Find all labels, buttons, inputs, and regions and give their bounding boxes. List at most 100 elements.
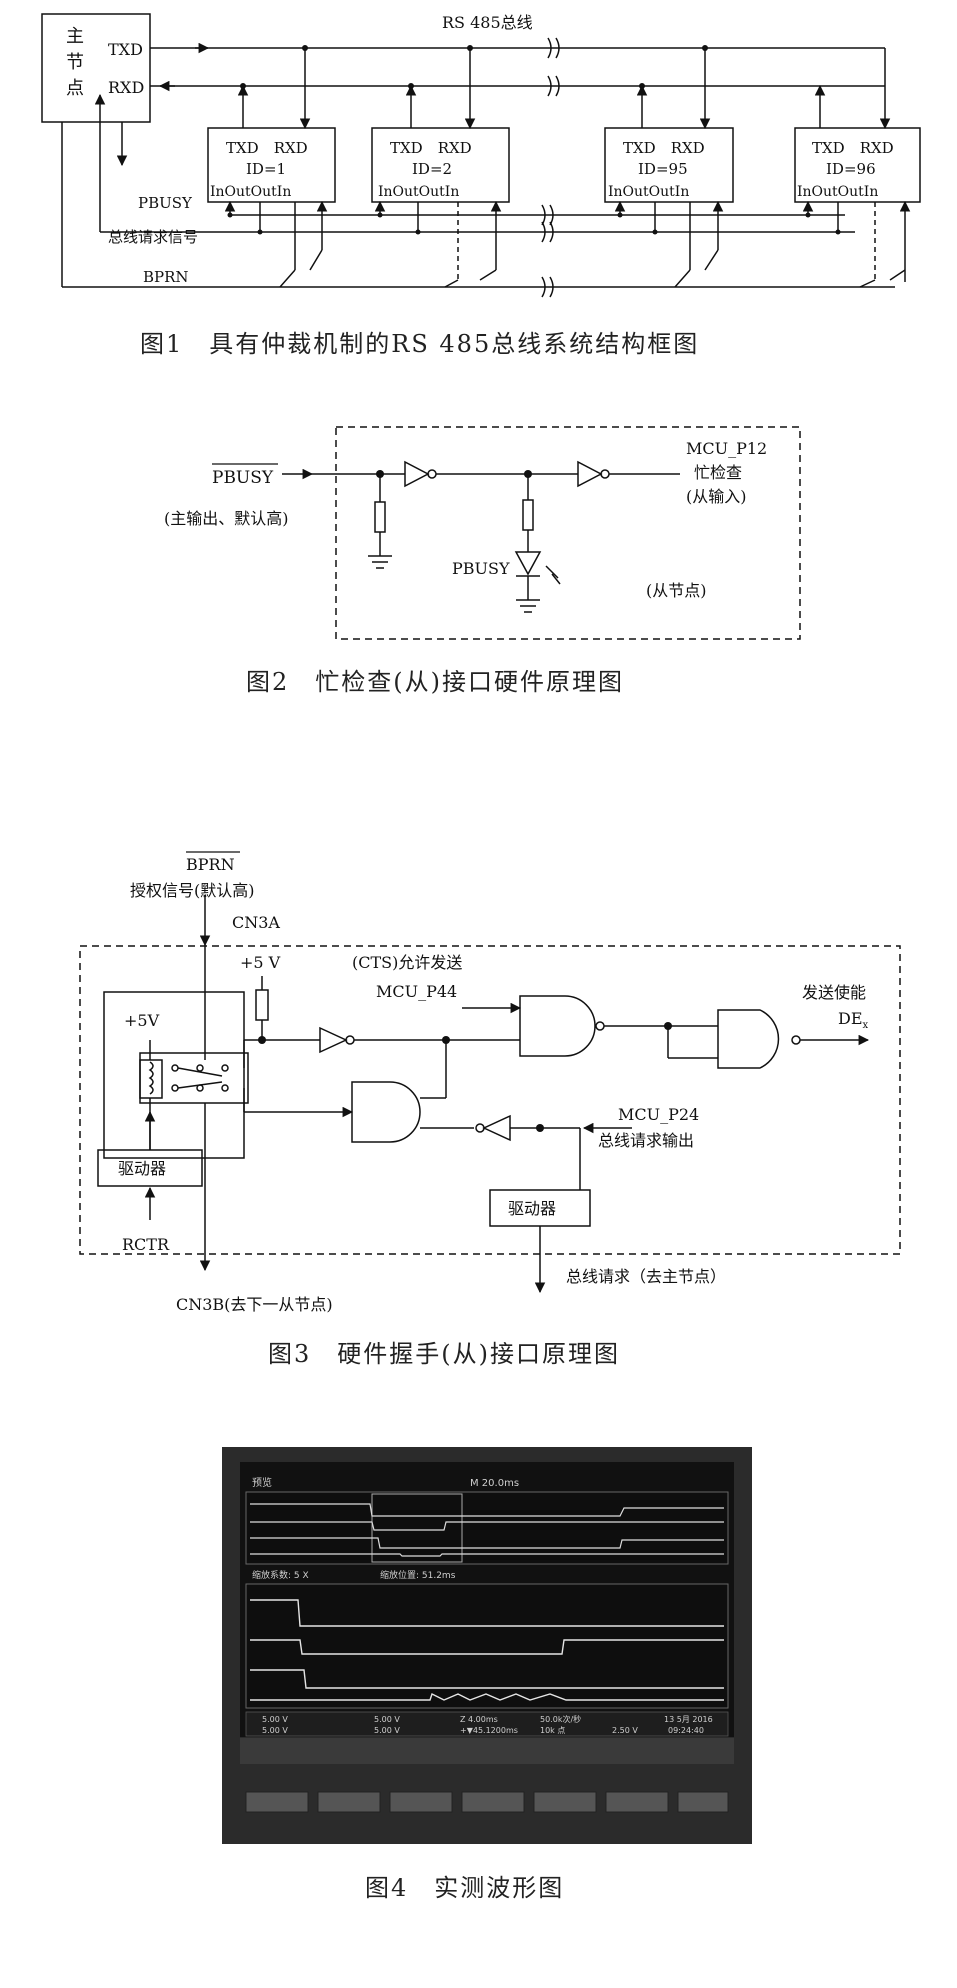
master-txd-label: TXD (108, 40, 143, 59)
slave-node-note: (从节点) (646, 581, 707, 600)
ch2-scale: 5.00 V (374, 1715, 400, 1724)
ch1-trace (250, 1599, 724, 1627)
slave-1-pins: InOutOutIn (210, 184, 291, 200)
slave-95-pins: InOutOutIn (608, 184, 689, 200)
figure-1-labels: 主 节 点 TXD RXD RS 485总线 PBUSY 总线请求信号 BPRN… (66, 13, 894, 358)
slave-box-1 (207, 127, 336, 203)
slave-interface-boundary (79, 945, 901, 1255)
rctr-label: RCTR (122, 1235, 170, 1254)
figure-2-labels: PBUSY (主输出、默认高) MCU_P12 忙检查 (从输入) PBUSY … (164, 439, 767, 696)
inverter-4 (482, 1114, 511, 1142)
pullup-resistor (255, 989, 269, 1021)
slave-2-id: ID=2 (412, 160, 452, 178)
vcc-label: +5 V (240, 953, 281, 972)
fig2-caption: 图2 忙检查(从)接口硬件原理图 (246, 668, 624, 696)
fig4-caption: 图4 实测波形图 (365, 1874, 564, 1902)
inverter-3 (319, 1026, 348, 1054)
nand-gate-2 (717, 1009, 780, 1069)
ch2-trace (250, 1639, 724, 1655)
master-node-box (41, 13, 151, 123)
fig1-caption: 图1 具有仲裁机制的RS 485总线系统结构框图 (140, 330, 699, 358)
record-points: 10k 点 (540, 1726, 565, 1735)
txd-break-icon (547, 37, 560, 59)
nand-gate-1 (519, 995, 596, 1057)
figure-3-labels: BPRN 授权信号(默认高) CN3A +5 V +5V (CTS)允许发送 M… (118, 851, 869, 1368)
cts-note: (CTS)允许发送 (352, 953, 462, 972)
sample-rate: 50.0k次/秒 (540, 1714, 581, 1724)
slave-2-pins: InOutOutIn (378, 184, 459, 200)
ch3-scale: 5.00 V (262, 1726, 288, 1735)
scope-zoom-pos: 缩放位置: 51.2ms (380, 1569, 456, 1581)
figure-3 (79, 895, 901, 1294)
mcu-p12-label: MCU_P12 (686, 439, 767, 458)
trigger-level: 2.50 V (612, 1726, 638, 1735)
slave-1-top: TXD RXD (226, 139, 308, 157)
slave-95-top: TXD RXD (623, 139, 705, 157)
pbusy-led (514, 551, 542, 576)
figure-2 (282, 426, 801, 640)
ch4-scale: 5.00 V (374, 1726, 400, 1735)
relay-outline (103, 991, 245, 1159)
mcu-p24-label: MCU_P24 (618, 1105, 699, 1124)
ch1-scale: 5.00 V (262, 1715, 288, 1724)
mcu-p12-note-2: (从输入) (686, 487, 747, 506)
slave-2-top: TXD RXD (390, 139, 472, 157)
mcu-p44-label: MCU_P44 (376, 982, 457, 1001)
slave-boundary (335, 426, 801, 640)
bprn-label: BPRN (186, 855, 235, 874)
slave-96-pins: InOutOutIn (797, 184, 878, 200)
fig3-caption: 图3 硬件握手(从)接口原理图 (268, 1340, 620, 1368)
slave-96-top: TXD RXD (812, 139, 894, 157)
resistor-1 (374, 501, 386, 533)
led-label: PBUSY (452, 559, 510, 578)
bus-request-out-label: 总线请求（去主节点） (566, 1267, 726, 1286)
p24-note: 总线请求输出 (598, 1131, 694, 1150)
de-note: 发送使能 (802, 983, 866, 1002)
resistor-2 (522, 499, 534, 531)
inverter-2 (577, 460, 603, 488)
bprn-note: 授权信号(默认高) (130, 881, 255, 900)
slave-95-id: ID=95 (638, 160, 688, 178)
driver-2-label: 驱动器 (508, 1199, 556, 1218)
rxd-break-icon (547, 75, 560, 97)
slave-96-id: ID=96 (826, 160, 876, 178)
slave-box-95 (604, 127, 734, 203)
relay-coil (139, 1059, 163, 1099)
master-label-3: 点 (66, 78, 84, 99)
relay-vcc-label: +5V (124, 1011, 160, 1030)
bus-label: RS 485总线 (442, 13, 533, 32)
ch4-trace (250, 1693, 724, 1701)
master-label-2: 节 (66, 52, 84, 73)
figure-1 (41, 13, 921, 298)
pbusy-label: PBUSY (138, 194, 193, 212)
master-label-1: 主 (66, 26, 84, 47)
time-pos: +▼45.1200ms (460, 1726, 518, 1735)
master-rxd-label: RXD (108, 78, 144, 97)
slave-box-2 (371, 127, 510, 203)
scope-text: 预览 M 20.0ms 缩放系数: 5 X 缩放位置: 51.2ms 5.00 … (252, 1476, 713, 1735)
slave-box-96 (794, 127, 921, 203)
mcu-p12-note-1: 忙检查 (694, 463, 742, 482)
time-div: Z 4.00ms (460, 1715, 498, 1724)
scope-zoom: 缩放系数: 5 X (252, 1569, 309, 1581)
zoom-window (371, 1493, 463, 1563)
de-label: DEx (838, 1009, 869, 1031)
pbusy-input-label: PBUSY (212, 468, 274, 488)
cn3b-label: CN3B(去下一从节点) (176, 1295, 333, 1314)
inverter-1 (404, 460, 430, 488)
scope-date: 13 5月 2016 (664, 1715, 713, 1724)
bus-request-label: 总线请求信号 (108, 228, 198, 246)
and-gate (351, 1081, 421, 1143)
figure-4-photo (222, 1447, 752, 1844)
ch3-trace (250, 1669, 724, 1689)
scope-time: 09:24:40 (668, 1726, 704, 1735)
cn3a-label: CN3A (232, 913, 280, 932)
driver-1-label: 驱动器 (118, 1159, 166, 1178)
slave-1-id: ID=1 (246, 160, 286, 178)
bprn-label: BPRN (143, 268, 189, 286)
scope-mode: 预览 (252, 1476, 272, 1489)
led-light-icon (545, 565, 561, 585)
pbusy-input-note: (主输出、默认高) (164, 509, 289, 528)
scope-timebase: M 20.0ms (470, 1478, 519, 1489)
